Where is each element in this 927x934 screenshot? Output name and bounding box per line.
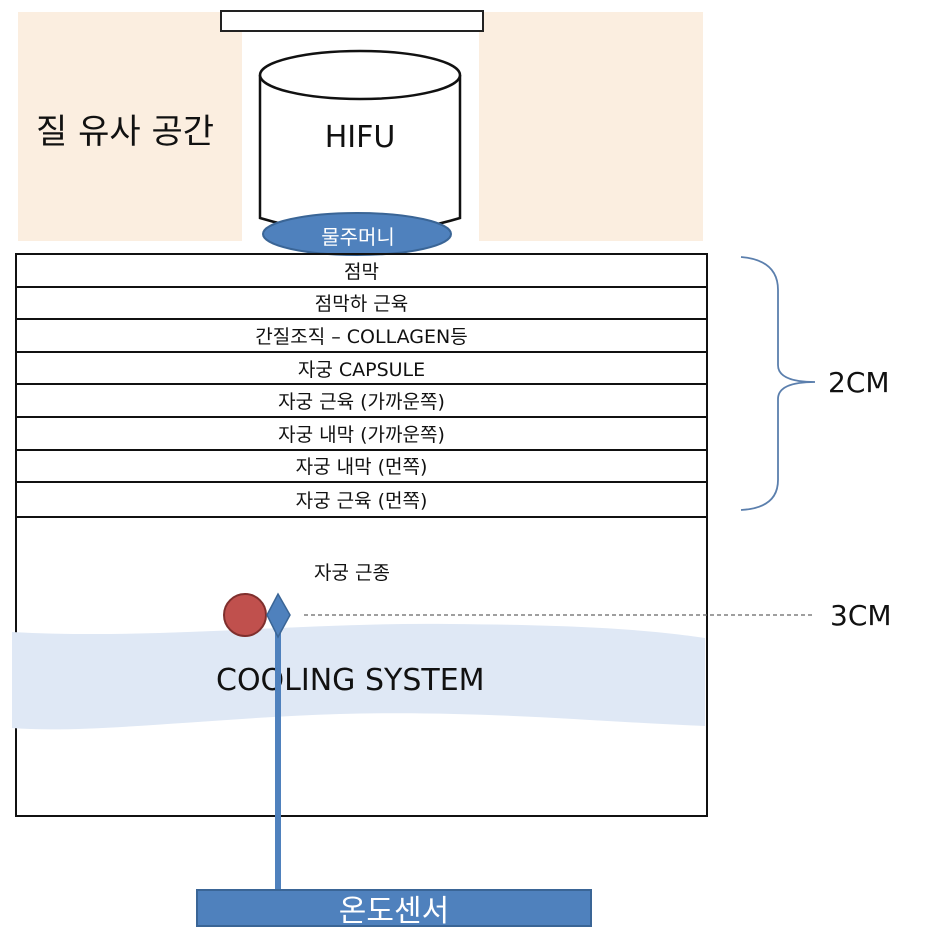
sensor-tip	[266, 592, 291, 639]
layer-interstitial: 간질조직 – COLLAGEN등	[17, 320, 706, 353]
layer-endometrium-near: 자궁 내막 (가까운쪽)	[17, 418, 706, 451]
fibroid-label: 자궁 근종	[314, 562, 390, 584]
temperature-sensor: 온도센서	[196, 889, 592, 929]
layer-uterine-capsule: 자궁 CAPSULE	[17, 353, 706, 386]
water-bag-label: 물주머니	[321, 225, 395, 249]
fibroid-dot	[223, 593, 267, 637]
vagina-space-label: 질 유사 공간	[36, 112, 215, 152]
dimension-2cm: 2CM	[828, 366, 890, 399]
layer-submucosal-muscle: 점막하 근육	[17, 288, 706, 321]
vagina-space-right	[479, 12, 703, 241]
layer-endometrium-far: 자궁 내막 (먼쪽)	[17, 451, 706, 484]
tissue-layers: 점막 점막하 근육 간질조직 – COLLAGEN등 자궁 CAPSULE 자궁…	[15, 253, 708, 518]
layer-muscle-near: 자궁 근육 (가까운쪽)	[17, 385, 706, 418]
vagina-space-left	[18, 12, 242, 241]
hifu-probe	[258, 49, 462, 256]
cooling-band	[12, 623, 705, 730]
dimension-3cm: 3CM	[830, 599, 892, 632]
brace-2cm	[740, 256, 816, 511]
probe-mount	[220, 10, 484, 32]
cooling-label: COOLING SYSTEM	[216, 663, 485, 698]
layer-mucosa: 점막	[17, 255, 706, 288]
water-bag	[262, 212, 452, 256]
hifu-label: HIFU	[324, 120, 396, 155]
layer-muscle-far: 자궁 근육 (먼쪽)	[295, 489, 428, 512]
